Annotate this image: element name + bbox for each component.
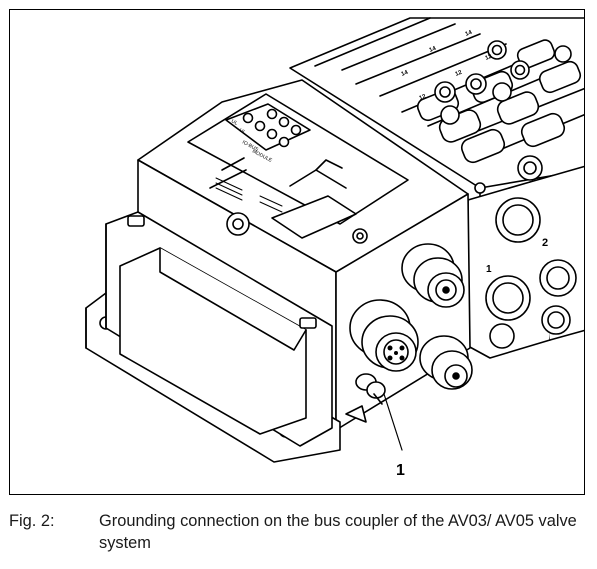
figure-caption: Fig. 2: Grounding connection on the bus … bbox=[9, 510, 594, 560]
led-label: UL bbox=[230, 118, 239, 126]
grounding-screw bbox=[345, 373, 386, 423]
valve-mark: 12 bbox=[455, 70, 464, 78]
valve-mark: 14 bbox=[401, 70, 410, 78]
side-port-mark: 1 bbox=[486, 264, 492, 275]
led-label: UL bbox=[238, 127, 247, 135]
callout-leader bbox=[383, 393, 403, 451]
port-block: 2 1 bbox=[467, 155, 584, 359]
caption-label: Fig. 2: bbox=[9, 512, 55, 530]
valve-mark: 12 bbox=[485, 54, 494, 62]
valve-stack: 14 12 14 12 14 12 bbox=[289, 17, 584, 211]
type-label bbox=[215, 177, 283, 213]
mounting-base bbox=[85, 211, 341, 463]
callout-number: 1 bbox=[396, 462, 405, 479]
valve-mark: 12 bbox=[419, 94, 428, 102]
port-mark: 2 bbox=[542, 237, 548, 249]
valve-system-illustration: 14 12 14 12 14 12 bbox=[85, 17, 584, 479]
bus-connectors bbox=[349, 243, 473, 390]
valve-mark: 14 bbox=[429, 46, 438, 54]
figure-frame: 14 12 14 12 14 12 bbox=[9, 9, 585, 495]
valve-mark: 14 bbox=[465, 30, 474, 38]
caption-text: Grounding connection on the bus coupler … bbox=[99, 512, 577, 552]
